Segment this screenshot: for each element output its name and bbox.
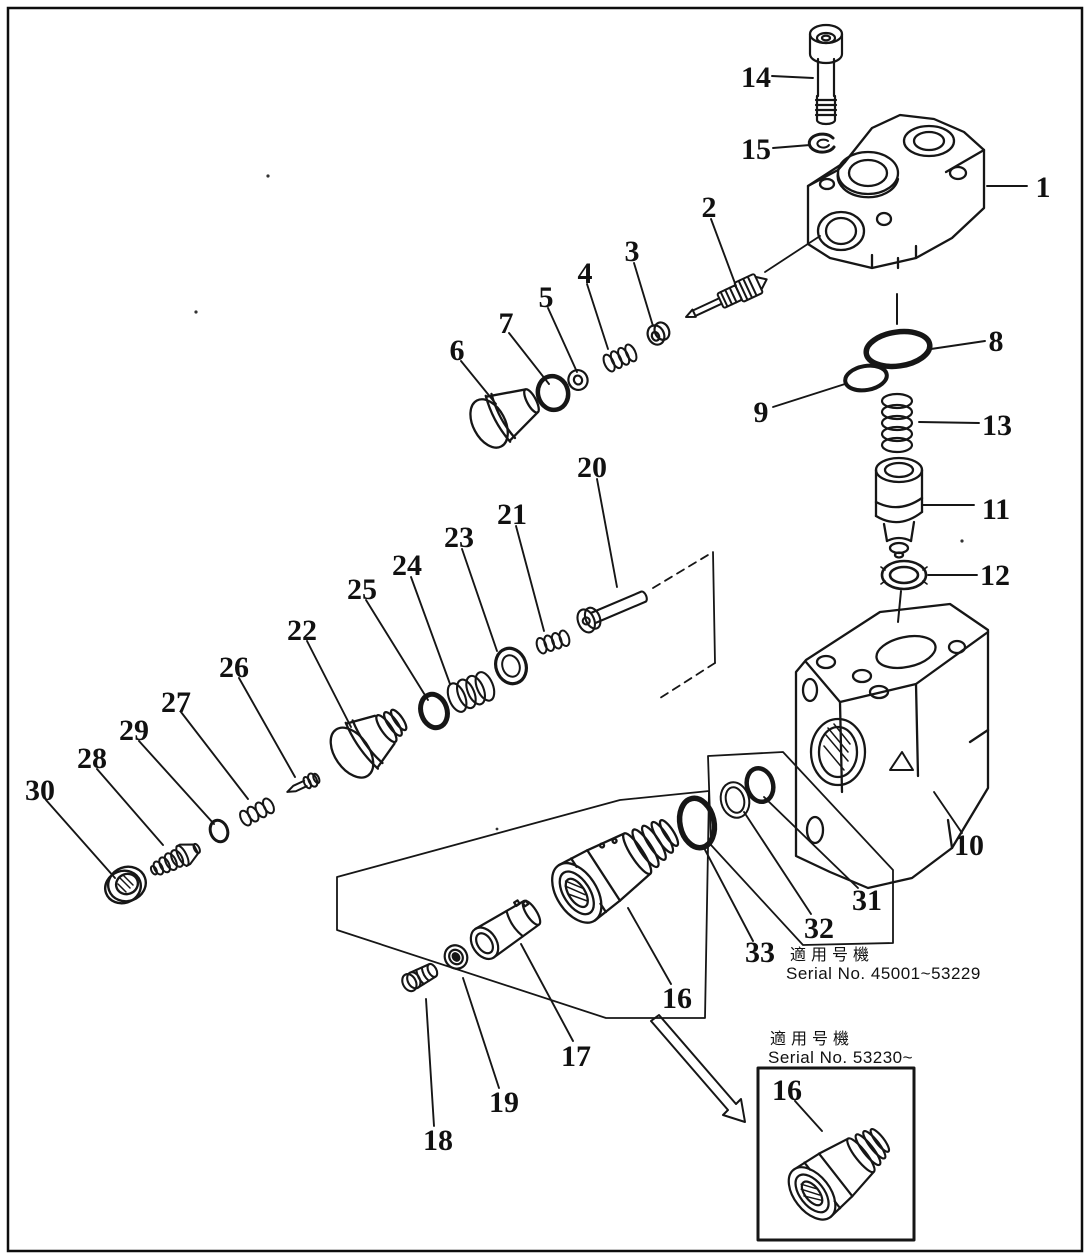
part-label-1: 1 (1036, 171, 1051, 204)
part-label-28: 28 (77, 742, 107, 775)
leader-lines (45, 75, 1028, 1132)
circlip-15-drawing (807, 132, 836, 154)
part-label-3: 3 (625, 235, 640, 268)
part-label-19: 19 (489, 1086, 519, 1119)
plug-6-drawing (469, 388, 540, 449)
spring-21-drawing (535, 629, 571, 655)
scan-specks (194, 174, 964, 831)
part-label-23: 23 (444, 521, 474, 554)
ring-23-drawing (494, 646, 528, 686)
part-label-14: 14 (741, 61, 771, 94)
part-label-5: 5 (539, 281, 554, 314)
part-label-15: 15 (741, 133, 771, 166)
part-labels: 1 2 3 4 5 6 7 8 9 10 11 12 13 14 15 16 1… (25, 61, 1051, 1157)
o-ring-25-drawing (418, 691, 450, 731)
part-label-16: 16 (662, 982, 692, 1015)
nut-3-drawing (646, 321, 671, 346)
part-label-2: 2 (702, 191, 717, 224)
spring-24-drawing (446, 671, 496, 713)
seal-ring-12-drawing (880, 559, 928, 591)
part-label-25: 25 (347, 573, 377, 606)
part-label-20: 20 (577, 451, 607, 484)
part-label-12: 12 (980, 559, 1010, 592)
part-label-33: 33 (745, 936, 775, 969)
valve-body-bottom-drawing (794, 602, 990, 890)
part-label-22: 22 (287, 614, 317, 647)
screw-28-drawing (149, 842, 201, 876)
backup-ring-32-drawing (719, 781, 751, 819)
serial-note-1-en: Serial No. 45001~53229 (786, 964, 981, 983)
cartridge-16-drawing (551, 818, 680, 924)
cartridge-16-inset-drawing (787, 1128, 891, 1221)
inset-pointer-arrow (650, 1014, 746, 1123)
part-label-17: 17 (561, 1040, 591, 1073)
part-label-27: 27 (161, 686, 191, 719)
o-ring-7-drawing (535, 373, 571, 413)
part-label-8: 8 (989, 325, 1004, 358)
part-label-29: 29 (119, 714, 149, 747)
part-label-10: 10 (954, 829, 984, 862)
part-label-9: 9 (754, 396, 769, 429)
spool-2-drawing (685, 273, 768, 318)
page-border (6, 6, 1084, 1253)
part-label-11: 11 (982, 493, 1010, 526)
o-ring-33-drawing (676, 795, 718, 851)
plug-22-drawing (329, 708, 408, 779)
part-label-26: 26 (219, 651, 249, 684)
o-ring-31-drawing (744, 765, 776, 805)
inset-box (756, 1066, 916, 1242)
washer-19-drawing (443, 944, 469, 970)
section-plane-20 (652, 551, 716, 701)
spring-27-drawing (239, 797, 275, 827)
part-label-13: 13 (982, 409, 1012, 442)
bolt-14-drawing (808, 23, 844, 126)
part-label-6: 6 (450, 334, 465, 367)
part-label-7: 7 (499, 307, 514, 340)
serial-note-2-en: Serial No. 53230~ (768, 1048, 913, 1067)
washer-5-drawing (567, 368, 589, 392)
serial-notes: 適用号機 Serial No. 45001~53229 適用号機 Serial … (768, 946, 981, 1067)
part-label-24: 24 (392, 549, 422, 582)
part-label-4: 4 (578, 257, 593, 290)
part-label-18: 18 (423, 1124, 453, 1157)
part-label-30: 30 (25, 774, 55, 807)
nut-30-drawing (104, 865, 147, 905)
axis-line-12 (897, 590, 902, 623)
part-label-31: 31 (852, 884, 882, 917)
part-label-21: 21 (497, 498, 527, 531)
spring-4-drawing (602, 343, 638, 373)
rod-20-drawing (576, 590, 648, 634)
axis-line-2 (764, 235, 821, 273)
o-ring-8-drawing (863, 328, 933, 370)
section-plane-16-19 (336, 790, 710, 1019)
o-ring-9-drawing (843, 363, 889, 393)
valve-body-top-drawing (806, 113, 986, 270)
serial-note-2-jp: 適用号機 (770, 1030, 854, 1048)
plug-18-drawing (401, 962, 439, 993)
part-label-16-inset: 16 (772, 1074, 802, 1107)
pin-26-drawing (286, 772, 321, 793)
part-label-32: 32 (804, 912, 834, 945)
spring-13-drawing (880, 392, 914, 454)
sleeve-17-drawing (469, 899, 542, 961)
poppet-11-drawing (874, 456, 924, 559)
o-ring-29-drawing (208, 818, 230, 844)
serial-note-1-jp: 適用号機 (790, 946, 874, 964)
